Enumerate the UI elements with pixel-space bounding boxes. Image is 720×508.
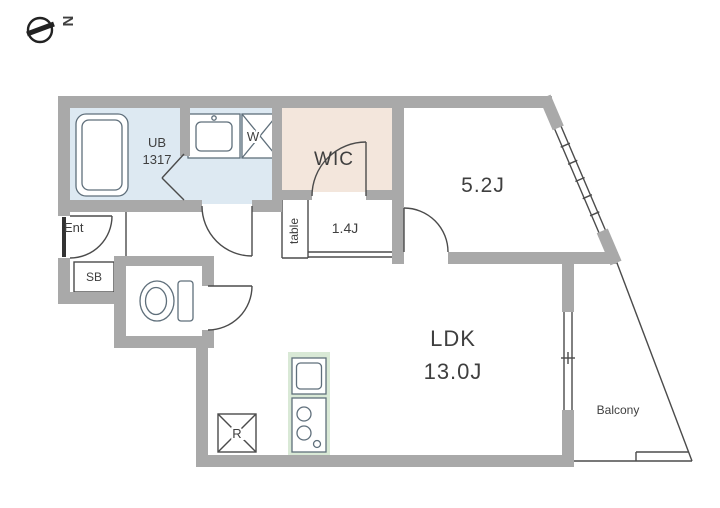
toilet-icon xyxy=(139,280,194,322)
closet-sliding-door xyxy=(308,251,392,258)
unit-bath-label: UB xyxy=(148,135,166,150)
kitchen-sink-icon xyxy=(291,357,327,395)
compass-circle-icon xyxy=(26,16,54,44)
balcony-railing xyxy=(574,262,693,462)
washstand-sink-icon xyxy=(187,113,241,159)
wic-door xyxy=(311,141,367,197)
north-label: N xyxy=(59,16,76,27)
closet-size-label: 1.4J xyxy=(332,220,358,236)
washer-label: W xyxy=(247,129,260,144)
bedroom-window xyxy=(552,125,608,234)
bedroom-door xyxy=(403,207,449,253)
ldk-window xyxy=(561,312,575,410)
ldk-size-label: 13.0J xyxy=(424,359,483,384)
entrance-door xyxy=(62,215,113,259)
shoe-box-label: SB xyxy=(86,270,102,284)
ldk-label: LDK xyxy=(430,326,476,351)
bathtub-icon xyxy=(75,113,129,197)
entrance-label: Ent xyxy=(64,220,84,235)
balcony-label: Balcony xyxy=(597,403,640,417)
bedroom-size-label: 5.2J xyxy=(461,174,505,197)
toilet-door xyxy=(207,285,253,331)
walls xyxy=(58,96,618,467)
wic-label: WIC xyxy=(314,149,354,170)
unit-bath-size-label: 1317 xyxy=(143,152,172,167)
bath-folding-door xyxy=(161,153,185,201)
table-label: table xyxy=(287,218,301,244)
washroom-door xyxy=(201,205,253,257)
stove-icon xyxy=(291,397,327,453)
fridge-label: R xyxy=(232,426,241,441)
north-indicator: N xyxy=(26,16,76,44)
refrigerator-box-icon xyxy=(217,413,257,453)
compass-needle-icon xyxy=(26,21,55,37)
